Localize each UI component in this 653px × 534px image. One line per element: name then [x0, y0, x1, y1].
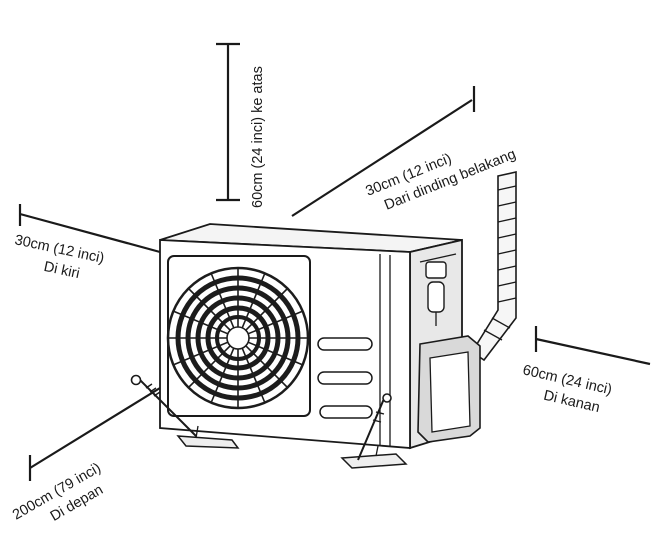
side-panel-details [379, 253, 481, 447]
front-clearance-line [28, 387, 161, 481]
rear-clearance-line [291, 86, 476, 217]
right-clearance-line [534, 326, 651, 366]
fan-grille-icon [166, 255, 311, 417]
right-clearance-label: 60cm (24 inci) Di kanan [521, 362, 613, 416]
pipe-conduit [470, 171, 517, 362]
rear-clearance-label: 30cm (12 inci) Dari dinding belakang [364, 146, 519, 213]
left-clearance-line [18, 204, 161, 254]
front-clearance-label: 200cm (79 inci) Di depan [10, 460, 106, 525]
left-clearance-line2: Di kiri [42, 259, 81, 282]
outdoor-unit [130, 171, 517, 469]
vent-slots [317, 337, 373, 419]
left-clearance-label: 30cm (12 inci) Di kiri [13, 232, 105, 282]
top-clearance-label: 60cm (24 inci) ke atas [250, 66, 266, 208]
top-clearance-line [216, 42, 240, 202]
service-valve-icon [425, 261, 447, 279]
screw-icon [130, 374, 197, 437]
screw-icon [357, 393, 392, 461]
